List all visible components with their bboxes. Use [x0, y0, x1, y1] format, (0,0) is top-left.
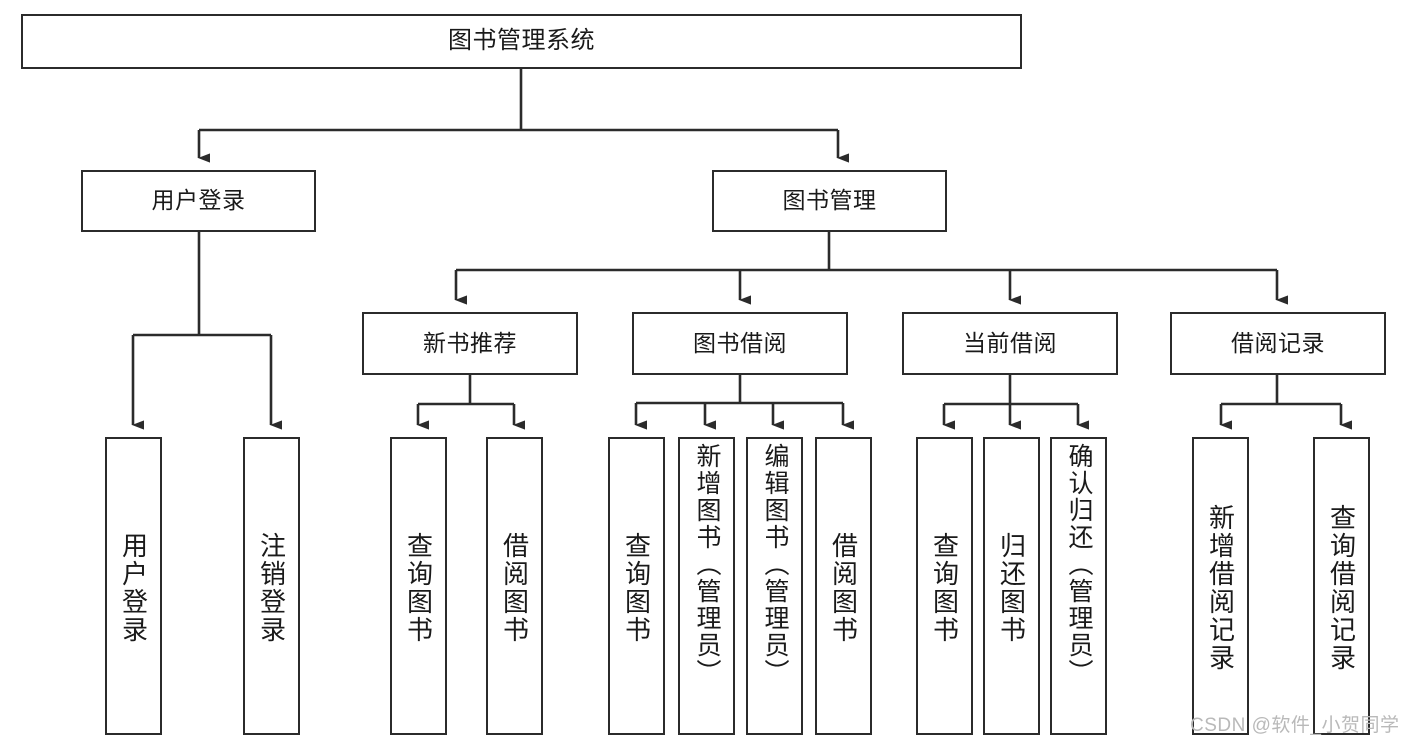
node-label: 图书借阅 [693, 329, 787, 356]
node-borrow-record[interactable]: 借阅记录 [1170, 312, 1386, 375]
node-label: 编辑图书（管理员） [761, 443, 789, 686]
leaf-book-borrow-query-book[interactable]: 查询图书 [608, 437, 665, 735]
node-label: 查询图书 [403, 532, 434, 644]
node-label: 新书推荐 [423, 329, 517, 356]
node-new-book-recommend[interactable]: 新书推荐 [362, 312, 578, 375]
node-book-borrow[interactable]: 图书借阅 [632, 312, 848, 375]
node-label: 图书管理系统 [448, 27, 595, 55]
watermark-text: CSDN @软件_小贺同学 [1190, 715, 1400, 736]
leaf-current-borrow-return-book[interactable]: 归还图书 [983, 437, 1040, 735]
leaf-new-book-borrow-book[interactable]: 借阅图书 [486, 437, 543, 735]
node-label: 用户登录 [151, 187, 246, 214]
node-label: 新增图书（管理员） [693, 443, 721, 686]
node-label: 查询图书 [929, 532, 960, 644]
node-label: 借阅图书 [499, 532, 530, 644]
leaf-current-borrow-query-book[interactable]: 查询图书 [916, 437, 973, 735]
node-label: 借阅图书 [828, 532, 859, 644]
node-current-borrow[interactable]: 当前借阅 [902, 312, 1118, 375]
node-root-book-management-system[interactable]: 图书管理系统 [21, 14, 1022, 69]
node-label: 归还图书 [996, 532, 1027, 644]
leaf-borrow-record-add-record[interactable]: 新增借阅记录 [1192, 437, 1249, 735]
leaf-book-borrow-edit-book-admin[interactable]: 编辑图书（管理员） [746, 437, 803, 735]
leaf-current-borrow-confirm-return-admin[interactable]: 确认归还（管理员） [1050, 437, 1107, 735]
node-user-login[interactable]: 用户登录 [81, 170, 316, 232]
leaf-book-borrow-borrow-book[interactable]: 借阅图书 [815, 437, 872, 735]
node-label: 新增借阅记录 [1205, 504, 1236, 672]
node-label: 确认归还（管理员） [1065, 443, 1093, 686]
node-book-management[interactable]: 图书管理 [712, 170, 947, 232]
node-label: 当前借阅 [963, 329, 1057, 356]
leaf-user-login-logout[interactable]: 注销登录 [243, 437, 300, 735]
leaf-new-book-query-book[interactable]: 查询图书 [390, 437, 447, 735]
node-label: 借阅记录 [1231, 329, 1325, 356]
node-label: 用户登录 [118, 532, 149, 644]
leaf-borrow-record-query-record[interactable]: 查询借阅记录 [1313, 437, 1370, 735]
node-label: 图书管理 [782, 187, 877, 214]
node-label: 查询图书 [621, 532, 652, 644]
node-label: 注销登录 [256, 532, 287, 644]
node-label: 查询借阅记录 [1326, 504, 1357, 672]
leaf-user-login-login[interactable]: 用户登录 [105, 437, 162, 735]
leaf-book-borrow-add-book-admin[interactable]: 新增图书（管理员） [678, 437, 735, 735]
